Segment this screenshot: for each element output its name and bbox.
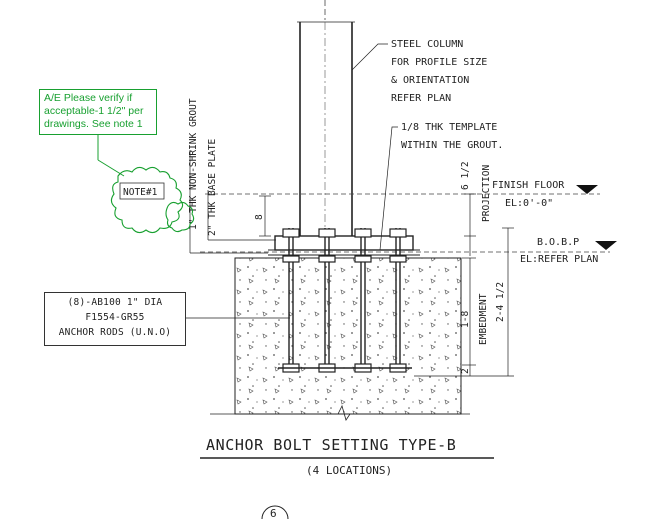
anchor-rods: [288, 228, 401, 372]
embedment-label: EMBEDMENT: [478, 293, 489, 345]
steel-column-leader: [351, 43, 388, 71]
steel-column: [297, 21, 355, 238]
note-tag-box: [119, 182, 165, 200]
embedment-dimension: [414, 227, 514, 377]
bobp-elevation: EL:REFER PLAN: [520, 254, 598, 265]
finish-floor-marker: [576, 185, 598, 194]
bobp-marker: [595, 241, 617, 250]
template-label-2: WITHIN THE GROUT.: [401, 140, 503, 151]
anchor-rods-line-1: (8)-AB100 1" DIA: [67, 297, 163, 308]
review-note[interactable]: A/E Please verify if acceptable-1 1/2" p…: [39, 89, 157, 135]
plate-height-dimension: [259, 195, 271, 237]
review-note-line-3: drawings. See note 1: [44, 118, 143, 130]
detail-number: 6: [270, 507, 277, 519]
finish-floor-elevation: EL:0'-0": [505, 198, 553, 209]
template-leader: [379, 126, 398, 251]
projection-label: PROJECTION: [481, 165, 492, 222]
anchor-rods-line-2: F1554-GR55: [85, 312, 145, 323]
embedment-value: 2-4 1/2: [495, 282, 506, 322]
anchor-rods-line-3: ANCHOR RODS (U.N.O): [58, 327, 172, 338]
concrete-pier: [234, 257, 462, 415]
base-plate-label: 2" THK BASE PLATE: [207, 138, 218, 236]
drawing-title: ANCHOR BOLT SETTING TYPE-B: [206, 436, 457, 454]
steel-column-label-2: FOR PROFILE SIZE: [391, 57, 487, 68]
note-tag: NOTE#1: [123, 187, 158, 198]
steel-column-label-3: & ORIENTATION: [391, 75, 469, 86]
grout-label: 1" THK NON-SHRINK GROUT: [188, 98, 199, 230]
review-note-line-2: acceptable-1 1/2" per: [44, 105, 144, 117]
plate-height-value: 8: [254, 214, 265, 220]
pier-depth-value: 1-8: [460, 311, 471, 328]
projection-value: 6 1/2: [460, 161, 471, 190]
break-line: [210, 404, 470, 421]
projection-dimension: [464, 193, 476, 256]
bobp-label: B.O.B.P: [537, 237, 579, 248]
review-cloud: [110, 166, 195, 234]
review-note-line-1: A/E Please verify if: [44, 92, 133, 104]
finish-floor-label: FINISH FLOOR: [492, 180, 565, 191]
bottom-value: 2: [460, 368, 471, 374]
detail-circle: [261, 505, 289, 519]
steel-column-label-1: STEEL COLUMN: [391, 39, 463, 50]
drawing-subtitle: (4 LOCATIONS): [306, 464, 393, 477]
steel-column-label-4: REFER PLAN: [391, 93, 451, 104]
template-label-1: 1/8 THK TEMPLATE: [401, 122, 497, 133]
anchor-rods-callout: (8)-AB100 1" DIA F1554-GR55 ANCHOR RODS …: [44, 292, 186, 346]
